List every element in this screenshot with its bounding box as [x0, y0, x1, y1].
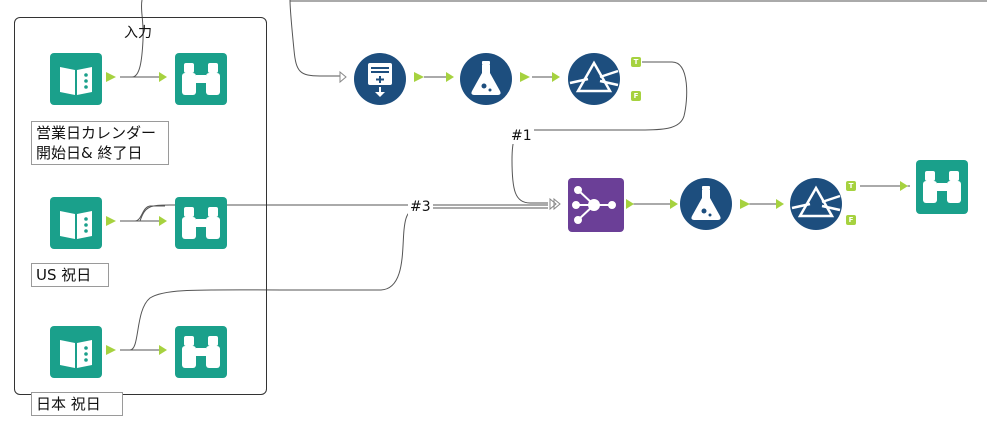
browse-tool-calendar[interactable]: [155, 53, 230, 109]
filter-1-true-anchor[interactable]: T: [631, 57, 641, 67]
input-anchor: [776, 199, 784, 209]
annotation-japan: 日本 祝日: [31, 392, 123, 416]
wire-top-to-append: [289, 0, 340, 77]
filter-1-false-anchor[interactable]: F: [631, 91, 641, 101]
wire-label-1: #1: [509, 128, 534, 144]
append-icon: [368, 63, 392, 97]
input-anchor: [446, 72, 454, 82]
annotation-us: US 祝日: [31, 263, 109, 287]
append-fields-tool[interactable]: [336, 53, 426, 109]
filter-2-false-anchor[interactable]: F: [846, 215, 856, 225]
input-anchor: [159, 345, 167, 355]
output-anchor: [626, 199, 634, 209]
output-anchor: [740, 199, 750, 209]
input-anchor: [900, 181, 908, 191]
input-anchor: [159, 72, 167, 82]
input-tool-calendar[interactable]: [50, 53, 122, 109]
browse-tool-us[interactable]: [155, 197, 230, 253]
output-anchor: [106, 345, 116, 355]
input-anchor: [159, 216, 167, 226]
input-tool-japan[interactable]: [50, 326, 122, 382]
output-anchor: [106, 216, 116, 226]
binoculars-icon: [182, 207, 220, 239]
binoculars-icon: [182, 336, 220, 368]
filter-tool-1[interactable]: [548, 53, 648, 109]
output-anchor: [520, 72, 530, 82]
browse-tool-japan[interactable]: [155, 326, 230, 382]
input-anchor: [549, 197, 557, 211]
binoculars-icon: [923, 171, 961, 203]
wire-filter-union: [511, 61, 688, 204]
output-anchor: [106, 72, 116, 82]
filter-2-true-anchor[interactable]: T: [846, 181, 856, 191]
container-title[interactable]: 入力: [124, 25, 152, 41]
book-icon: [60, 211, 92, 239]
union-tool[interactable]: [546, 178, 636, 236]
wire-us-union: [139, 204, 548, 222]
prism-icon: [791, 185, 841, 218]
input-anchor: [670, 199, 678, 209]
filter-tool-2[interactable]: [772, 178, 862, 234]
browse-tool-final[interactable]: [896, 160, 971, 218]
input-tool-us[interactable]: [50, 197, 122, 253]
flask-icon: [471, 61, 501, 95]
wire-japan-union: [129, 207, 431, 351]
input-anchor: [552, 72, 560, 82]
book-icon: [60, 67, 92, 95]
book-icon: [60, 340, 92, 368]
formula-tool-1[interactable]: [442, 53, 532, 109]
wire-calendar-up: [120, 0, 144, 78]
input-anchor: [339, 70, 347, 84]
formula-tool-2[interactable]: [666, 178, 756, 234]
output-anchor: [414, 72, 424, 82]
union-icon: [572, 186, 616, 224]
wire-label-3: #3: [408, 199, 433, 215]
tool-container[interactable]: [14, 17, 267, 395]
annotation-calendar: 営業日カレンダー 開始日& 終了日: [31, 121, 169, 165]
flask-icon: [691, 186, 721, 220]
binoculars-icon: [182, 63, 220, 95]
prism-icon: [569, 60, 619, 93]
